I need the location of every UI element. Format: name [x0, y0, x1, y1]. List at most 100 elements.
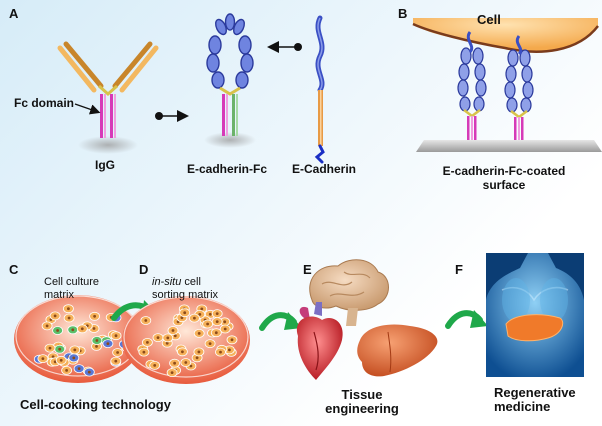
panel-label-b: B [398, 6, 408, 21]
human-body-icon [486, 253, 584, 377]
cell-nucleus [93, 314, 96, 318]
cell-nucleus [56, 329, 59, 332]
dish-d-cells [137, 304, 238, 378]
cell-nucleus [114, 334, 118, 338]
cell-nucleus [53, 314, 57, 318]
cell-nucleus [72, 356, 76, 360]
fc-domain-label: Fc domain [14, 96, 75, 110]
cell-nucleus [77, 367, 81, 370]
cell-nucleus [219, 350, 222, 354]
cell-nucleus [116, 351, 119, 354]
cell-nucleus [184, 361, 188, 364]
cell-nucleus [73, 348, 77, 352]
cell-nucleus [214, 331, 218, 335]
cell-nucleus [106, 342, 110, 345]
cell-nucleus [95, 345, 98, 348]
ecadherin-fc [204, 13, 256, 148]
regen-line1: Regenerative [494, 385, 576, 400]
panel-label-e: E [303, 262, 312, 277]
brain-icon [309, 259, 389, 326]
panel-label-a: A [9, 6, 19, 21]
igg-antibody [57, 41, 159, 154]
cell-nucleus [59, 358, 63, 362]
cell-nucleus [171, 329, 175, 332]
regen-line2: medicine [494, 399, 551, 414]
cell-nucleus [215, 312, 219, 315]
bound-cadherin-left [457, 47, 487, 112]
cell-nucleus [165, 341, 169, 345]
cell-nucleus [215, 320, 219, 323]
cell-nucleus [198, 313, 202, 316]
coated-surface [416, 140, 602, 152]
cell-nucleus [51, 355, 55, 359]
ecadherin-molecule [314, 15, 325, 164]
cell-nucleus [173, 361, 177, 365]
cell-nucleus [80, 327, 84, 331]
insitu-italic: in-situ [152, 276, 182, 288]
cell-nucleus [223, 327, 227, 331]
cell-nucleus [146, 341, 149, 344]
cell-label: Cell [477, 12, 501, 27]
cell-nucleus [223, 320, 227, 324]
cell-nucleus [142, 350, 146, 354]
cell-culture-line1: Cell culture [44, 276, 100, 288]
arrow-ecadherin-to-fc [267, 41, 302, 53]
cell-nucleus [181, 350, 184, 354]
bound-cadherin-right [504, 49, 534, 113]
arrow-igg-to-ecadherin-fc [155, 110, 189, 122]
liver-icon [357, 324, 438, 377]
cell-nucleus [193, 316, 196, 320]
panel-label-c: C [9, 262, 19, 277]
tissue-line2: engineering [325, 401, 399, 416]
panel-label-f: F [455, 262, 463, 277]
coated-surface-label: E-cadherin-Fc-coated surface [418, 164, 590, 192]
sorting-matrix-line: sorting matrix [152, 289, 219, 301]
cell-nucleus [170, 371, 174, 374]
cell-nucleus [166, 336, 170, 340]
cell-nucleus [48, 346, 52, 350]
cell-nucleus [206, 322, 210, 326]
cell-nucleus [189, 364, 193, 368]
insitu-sorting-matrix-label: in-situ cell sorting matrix [152, 276, 218, 302]
cell-nucleus [197, 332, 201, 335]
ecadherin-label: E-Cadherin [292, 162, 357, 176]
cell-nucleus [114, 359, 118, 363]
coated-surface-line2: surface [482, 178, 526, 192]
insitu-line1: in-situ cell [152, 276, 218, 289]
cell-nucleus [208, 312, 212, 316]
cell-culture-line2: matrix [44, 289, 74, 301]
cell-nucleus [195, 356, 199, 360]
cell-nucleus [71, 328, 75, 332]
igg-label: IgG [95, 158, 115, 172]
tissue-engineering-label: Tissue engineering [312, 388, 412, 416]
cell-nucleus [228, 348, 231, 352]
cell-nucleus [95, 339, 99, 342]
cell-nucleus [67, 307, 70, 311]
coated-surface-line1: E-cadherin-Fc-coated [442, 164, 566, 178]
cell-nucleus [180, 316, 184, 320]
tissue-line1: Tissue [341, 387, 383, 402]
cell-culture-matrix-label: Cell culture matrix [44, 276, 99, 302]
cell-nucleus [92, 327, 96, 330]
cell-nucleus [65, 369, 68, 372]
panel-label-d: D [139, 262, 149, 277]
cell-nucleus [197, 350, 201, 354]
cell-membrane [412, 18, 599, 53]
cell-nucleus [230, 338, 234, 342]
cell-nucleus [144, 319, 148, 322]
insitu-rest: cell [181, 276, 201, 288]
ecadherin-fc-label: E-cadherin-Fc [187, 162, 268, 176]
cell-nucleus [153, 364, 157, 367]
regenerative-medicine-label: Regenerative medicine [494, 386, 576, 414]
cell-cooking-technology-label: Cell-cooking technology [20, 397, 171, 412]
cell-nucleus [173, 334, 177, 338]
cell-nucleus [41, 357, 45, 360]
cell-nucleus [208, 342, 212, 345]
cell-nucleus [45, 324, 49, 328]
cell-nucleus [67, 316, 71, 320]
cell-nucleus [183, 311, 187, 315]
cell-nucleus [156, 336, 160, 339]
cell-nucleus [58, 347, 62, 351]
